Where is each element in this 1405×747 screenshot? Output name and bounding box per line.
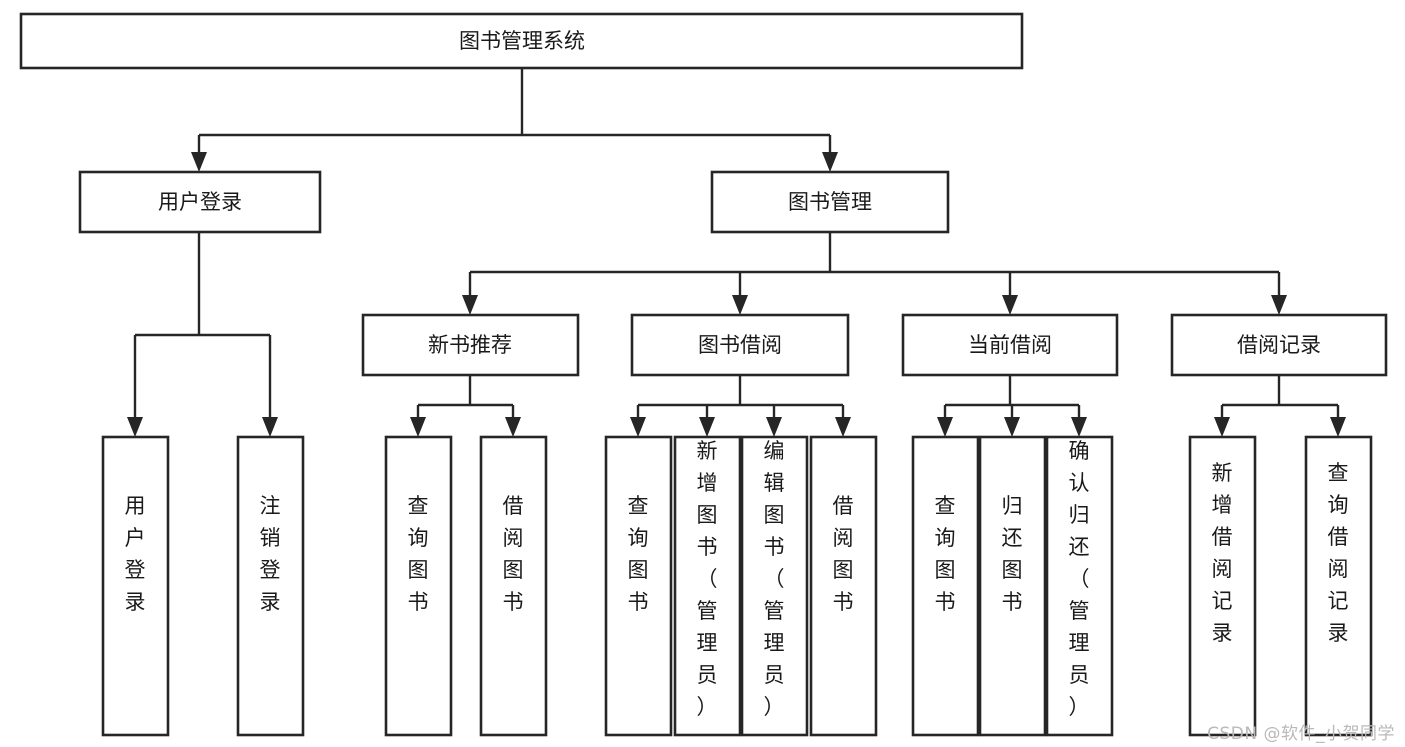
leaf-box[interactable] [978, 435, 1047, 737]
leaf-box[interactable] [1304, 435, 1373, 737]
leaf-label-vertical: 借阅图书 [833, 494, 854, 614]
arrowhead-bb-leaf2 [699, 417, 715, 437]
arrowhead-nb-leaf2 [505, 417, 521, 437]
node-book-borrow-label: 图书借阅 [698, 333, 782, 357]
leaf-book-borrow-edit[interactable]: 编辑图书（管理员） [740, 435, 809, 737]
arrowhead-current [1002, 295, 1018, 315]
node-new-book-recommend-box[interactable] [361, 313, 580, 377]
leaf-book-borrow-query[interactable]: 查询图书 [604, 435, 673, 737]
leaf-box[interactable] [101, 435, 170, 737]
arrowhead-nb-leaf1 [410, 417, 426, 437]
leaf-user-login-login[interactable]: 用户登录 [101, 435, 170, 737]
leaf-label-vertical: 查询图书 [935, 494, 956, 614]
node-user-login-box[interactable] [78, 170, 322, 234]
node-user-login[interactable]: 用户登录 [78, 170, 322, 234]
arrowhead-bb-leaf1 [630, 417, 646, 437]
node-book-borrow-box[interactable] [630, 313, 850, 377]
leaf-box[interactable] [1045, 435, 1114, 737]
arrowhead-record [1271, 295, 1287, 315]
leaf-book-borrow-borrow[interactable]: 借阅图书 [809, 435, 878, 737]
node-current-borrow[interactable]: 当前借阅 [901, 313, 1119, 377]
node-current-borrow-label: 当前借阅 [968, 333, 1052, 357]
arrowhead-leaf-logout [262, 417, 278, 437]
node-user-login-label: 用户登录 [158, 190, 242, 214]
node-borrow-record-box[interactable] [1170, 313, 1388, 377]
node-book-borrow[interactable]: 图书借阅 [630, 313, 850, 377]
node-book-management-box[interactable] [710, 170, 950, 234]
arrowhead-cb-leaf1 [937, 417, 953, 437]
leaf-label-vertical: 查询图书 [628, 494, 649, 614]
leaf-borrow-record-add[interactable]: 新增借阅记录 [1188, 435, 1257, 737]
leaf-box[interactable] [673, 435, 742, 737]
leaf-current-borrow-query[interactable]: 查询图书 [911, 435, 980, 737]
arrowhead-cb-leaf2 [1004, 417, 1020, 437]
leaf-box[interactable] [236, 435, 305, 737]
leaf-label-vertical: 新增图书（管理员） [697, 439, 718, 719]
leaf-box[interactable] [740, 435, 809, 737]
arrowhead-leaf-user-login [127, 417, 143, 437]
leaf-label-vertical: 注销登录 [260, 494, 281, 614]
leaf-label-vertical: 确认归还（管理员） [1069, 439, 1090, 719]
leaf-label-vertical: 借阅图书 [503, 494, 524, 614]
leaf-box[interactable] [911, 435, 980, 737]
node-borrow-record[interactable]: 借阅记录 [1170, 313, 1388, 377]
leaf-new-book-borrow[interactable]: 借阅图书 [479, 435, 548, 737]
leaf-label-vertical: 用户登录 [125, 494, 146, 614]
node-new-book-recommend[interactable]: 新书推荐 [361, 313, 580, 377]
arrowhead-cb-leaf3 [1071, 417, 1087, 437]
leaf-label-vertical: 新增借阅记录 [1212, 461, 1233, 645]
arrowhead-bb-leaf4 [835, 417, 851, 437]
arrowhead-br-leaf2 [1330, 417, 1346, 437]
arrowhead-book-mgmt [822, 152, 838, 172]
leaf-borrow-record-query[interactable]: 查询借阅记录 [1304, 435, 1373, 737]
edge-layer [127, 68, 1346, 437]
leaf-box[interactable] [479, 435, 548, 737]
leaf-box[interactable] [604, 435, 673, 737]
node-root[interactable]: 图书管理系统 [19, 12, 1024, 70]
node-new-book-recommend-label: 新书推荐 [428, 333, 512, 357]
arrowhead-user-login [191, 152, 207, 172]
node-borrow-record-label: 借阅记录 [1237, 333, 1321, 357]
arrowhead-br-leaf1 [1214, 417, 1230, 437]
node-root-label: 图书管理系统 [459, 29, 585, 53]
leaf-label-vertical: 查询借阅记录 [1328, 461, 1349, 645]
leaf-box[interactable] [809, 435, 878, 737]
leaf-label-vertical: 归还图书 [1002, 494, 1023, 614]
leaf-label-vertical: 查询图书 [408, 494, 429, 614]
node-book-management-label: 图书管理 [788, 190, 872, 214]
leaf-current-borrow-return[interactable]: 归还图书 [978, 435, 1047, 737]
arrowhead-newbook [462, 295, 478, 315]
node-root-box[interactable] [19, 12, 1024, 70]
leaf-label-vertical: 编辑图书（管理员） [764, 439, 785, 719]
arrowhead-bb-leaf3 [766, 417, 782, 437]
leaf-box[interactable] [384, 435, 453, 737]
leaf-user-login-logout[interactable]: 注销登录 [236, 435, 305, 737]
leaf-new-book-query[interactable]: 查询图书 [384, 435, 453, 737]
node-book-management[interactable]: 图书管理 [710, 170, 950, 234]
arrowhead-borrow [732, 295, 748, 315]
leaf-current-borrow-confirm[interactable]: 确认归还（管理员） [1045, 435, 1114, 737]
node-current-borrow-box[interactable] [901, 313, 1119, 377]
leaf-book-borrow-add[interactable]: 新增图书（管理员） [673, 435, 742, 737]
leaf-box[interactable] [1188, 435, 1257, 737]
